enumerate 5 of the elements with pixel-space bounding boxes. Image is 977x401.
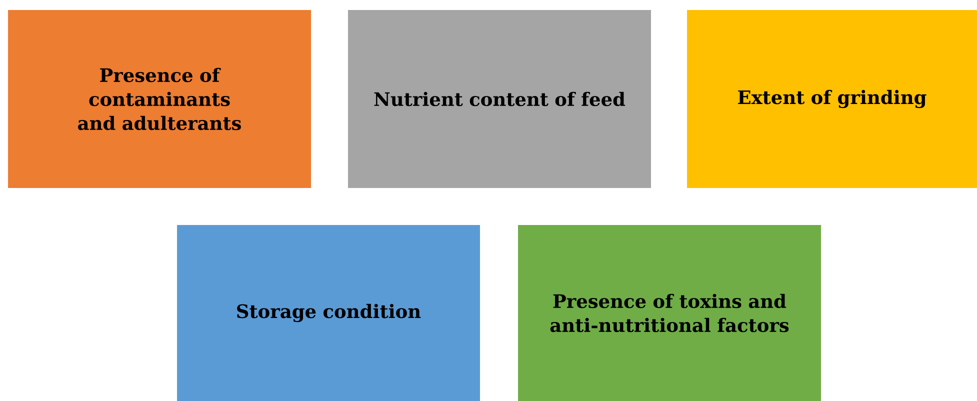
factor-box: Nutrient content of feed [348, 10, 651, 188]
factor-box: Presence of toxins and anti-nutritional factors [518, 225, 821, 401]
factor-box: Storage condition [177, 225, 480, 401]
factor-box: Presence of contaminants and adulterants [8, 10, 311, 188]
factor-box: Extent of grinding [687, 10, 977, 188]
